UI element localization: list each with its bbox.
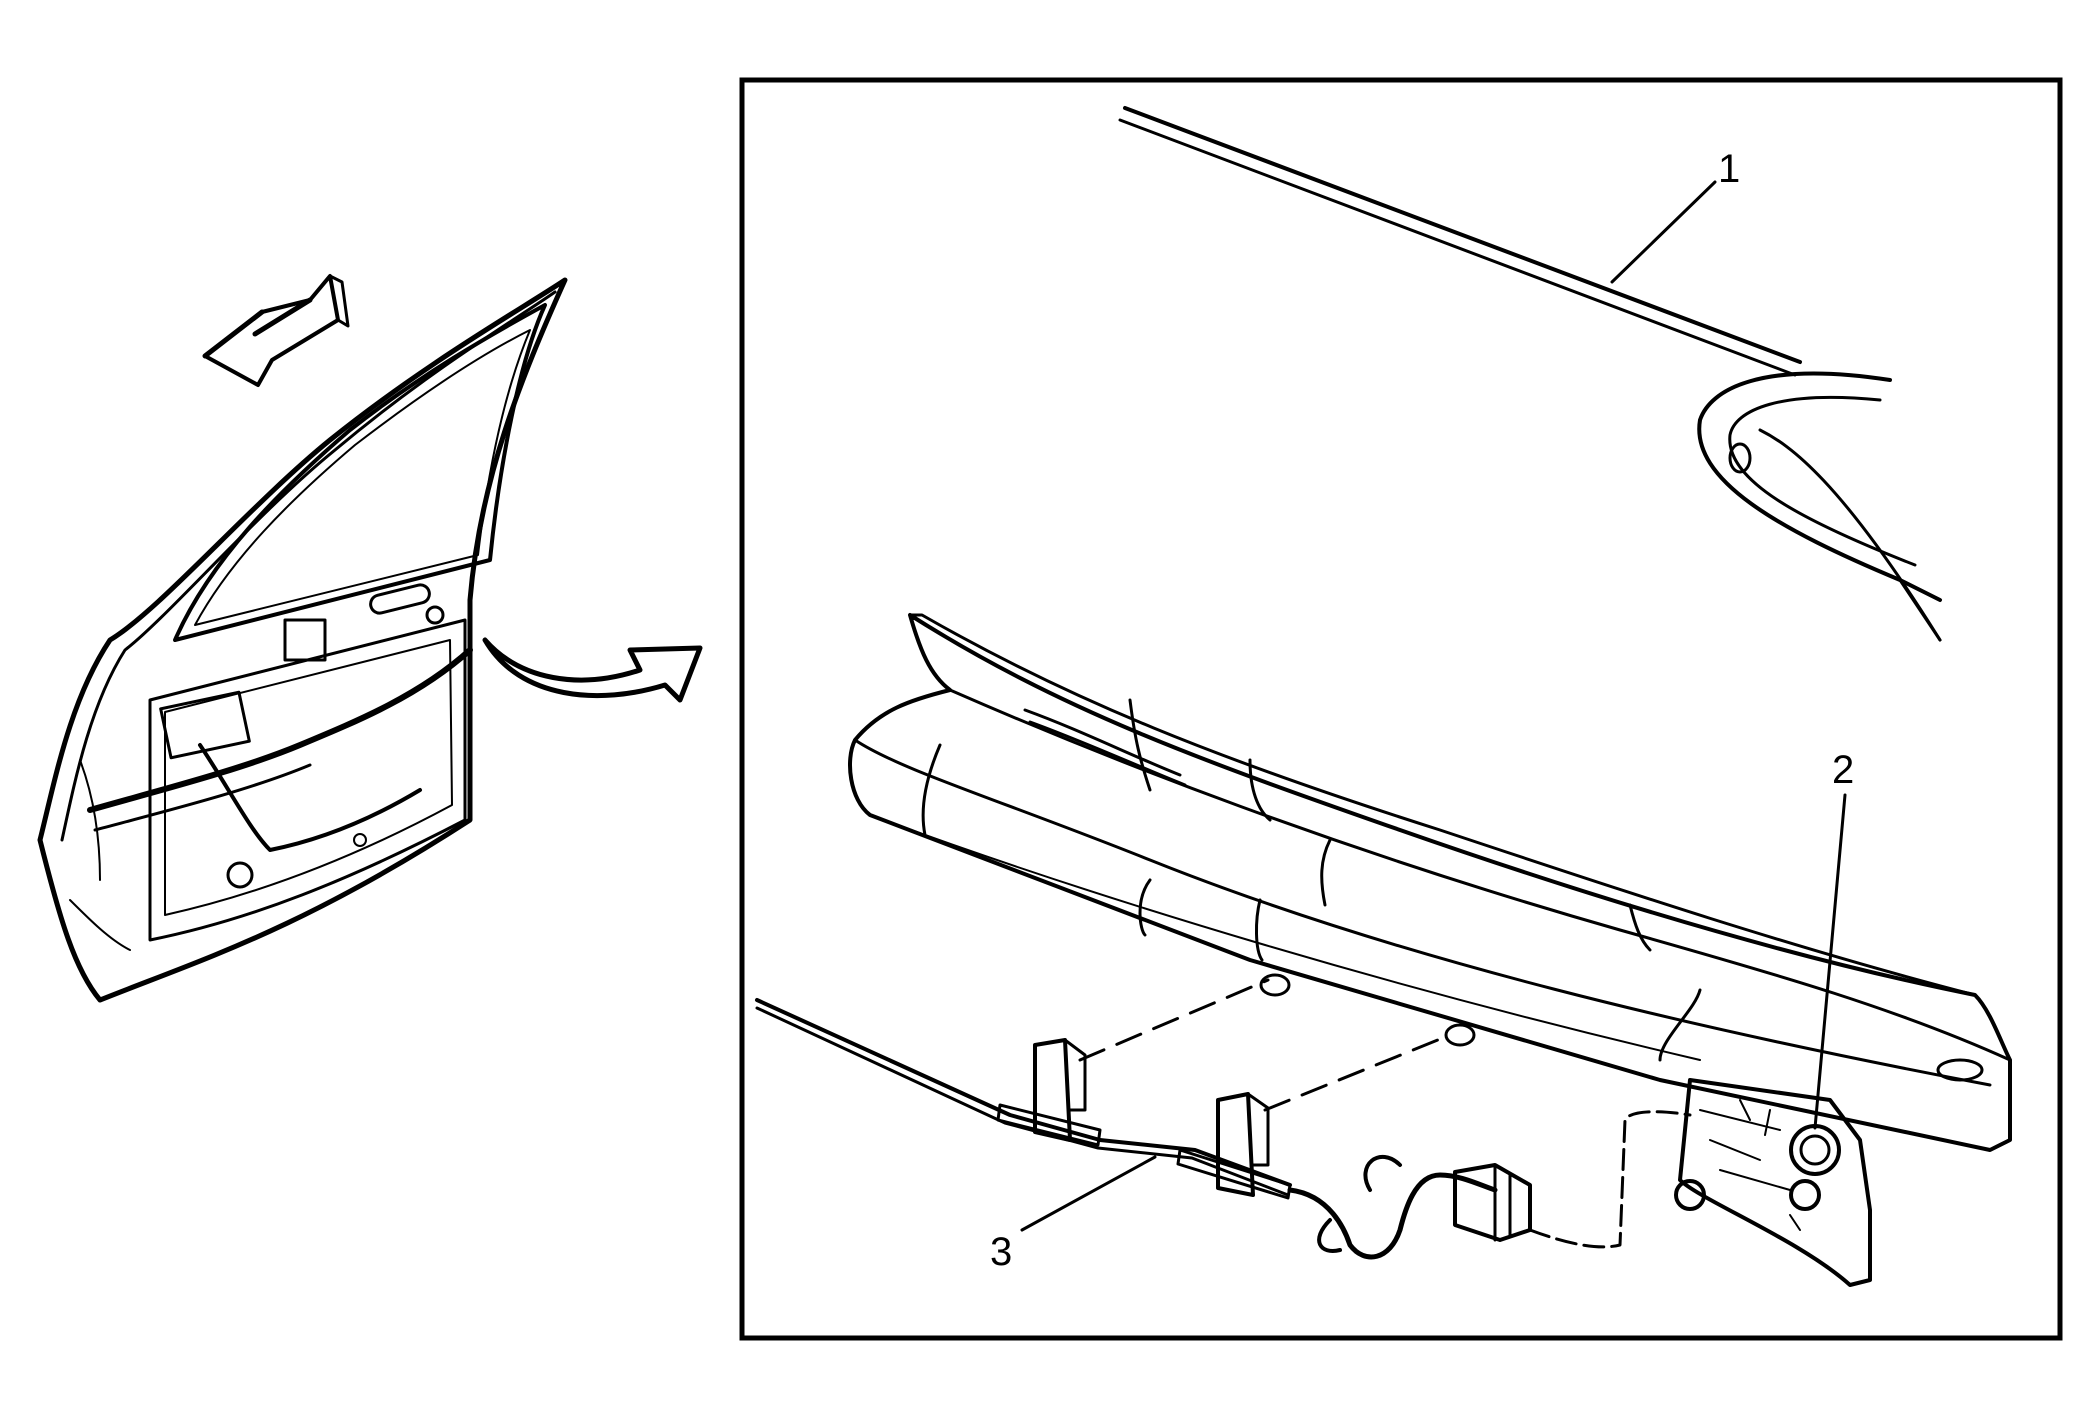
callout-2: 2 — [1832, 748, 1854, 792]
door-module — [1674, 1078, 1872, 1287]
detail-view: 1 2 3 — [739, 77, 2063, 1341]
detail-view-frame — [739, 77, 2063, 1341]
leader-line-3 — [1020, 1155, 1157, 1232]
front-direction-arrow-icon — [202, 274, 350, 387]
callout-3: 3 — [990, 1230, 1012, 1274]
door-outer-skin — [1118, 106, 1942, 642]
door-overview — [37, 274, 703, 1003]
door-wiring-harness — [755, 978, 1692, 1260]
front-door — [37, 277, 568, 1003]
leader-line-1 — [1610, 180, 1717, 284]
callout-1: 1 — [1718, 147, 1740, 191]
curved-zoom-arrow-icon — [482, 637, 703, 703]
door-inner-trim-panel — [848, 613, 2012, 1152]
leader-line-2 — [1813, 793, 1847, 1130]
